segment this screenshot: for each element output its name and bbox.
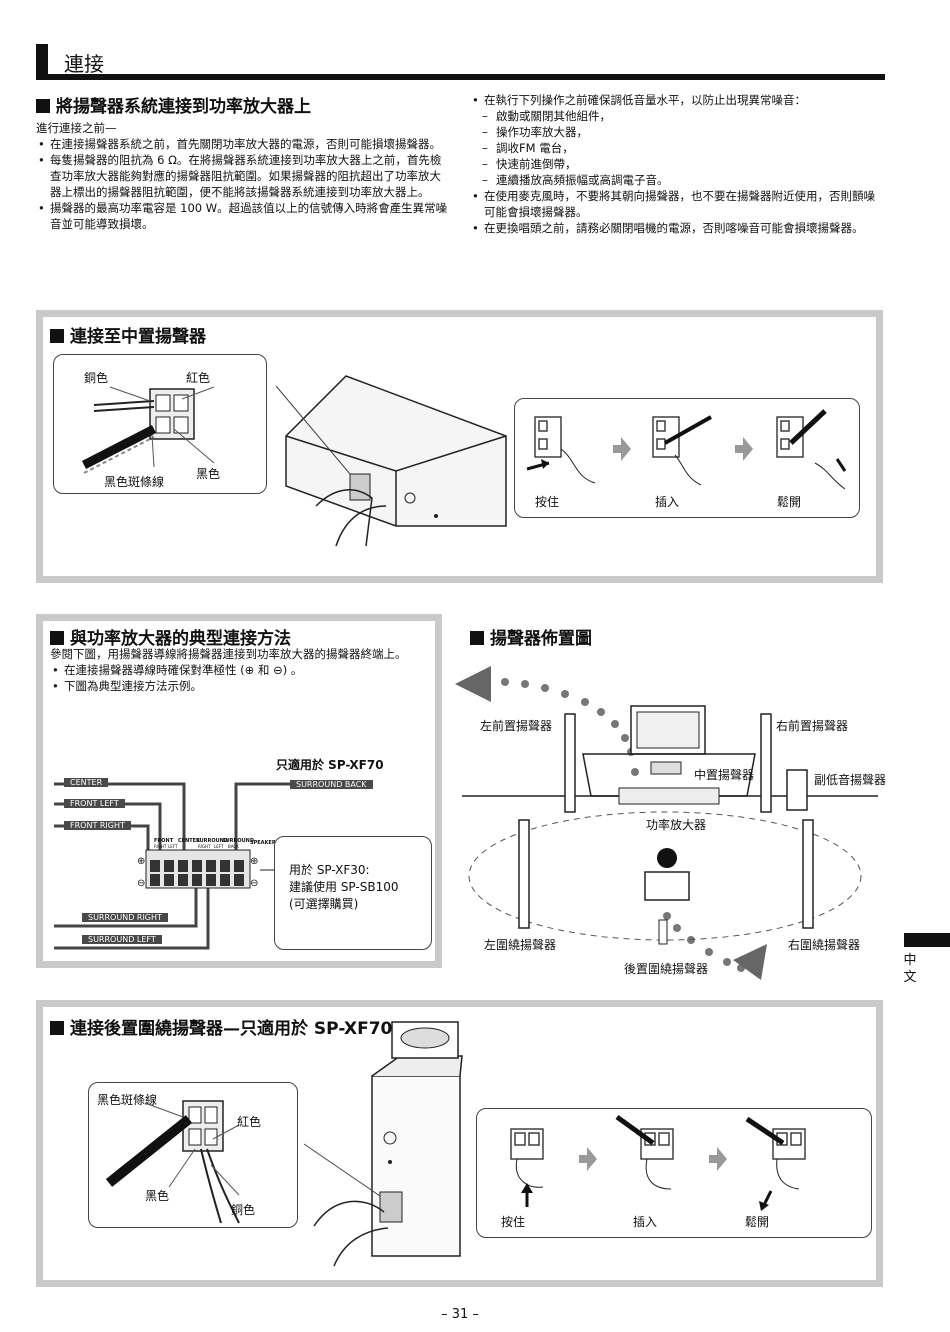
step-release-label: 鬆開 [745,1215,770,1229]
typical-intro: 參閱下圖，用揚聲器導線將揚聲器連接到功率放大器的揚聲器終端上。 在連接揚聲器導線… [50,646,430,694]
rear-speaker-drawing [303,1021,463,1267]
panel-title: 與功率放大器的典型連接方法 [50,624,291,649]
terminal-closeup-drawing [105,1100,240,1224]
wire-label-surround-right: SURROUND RIGHT [82,913,168,922]
panel-title: 連接至中置揚聲器 [50,322,206,347]
wire-label-surround-back: SURROUND BACK [290,780,373,789]
step-insert-label: 插入 [655,495,680,509]
dash-item: 操作功率放大器， [470,124,882,140]
dash-item: 連續播放高頻振幅或高調電子音。 [470,172,882,188]
bullet-item: 每隻揚聲器的阻抗為 6 Ω。在將揚聲器系統連接到功率放大器上之前，首先檢查功率放… [36,152,448,200]
svg-text:⊕: ⊕ [250,856,258,867]
step-insert-label: 插入 [633,1215,658,1229]
surround-back-label: 後置圍繞揚聲器 [624,962,709,976]
amplifier-label: 功率放大器 [646,818,707,832]
wire-label-surround-left: SURROUND LEFT [82,935,162,944]
wire-label-front-right: FRONT RIGHT [64,821,131,830]
dash-item: 調收FM 電台， [470,140,882,156]
page-title: 連接 [64,52,104,76]
intro-text: 參閱下圖，用揚聲器導線將揚聲器連接到功率放大器的揚聲器終端上。 [50,647,407,661]
step-release-label: 鬆開 [777,495,802,509]
steps-drawing [526,409,847,490]
bullet-item: 在執行下列操作之前確保調低音量水平，以防止出現異常噪音： [470,92,882,108]
section-title: 將揚聲器系統連接到功率放大器上 [36,92,311,117]
stripe-label: 黑色斑條線 [97,1093,158,1107]
bullet-item: 在更換唱頭之前，請務必關閉唱機的電源，否則喀噪音可能會損壞揚聲器。 [470,220,882,236]
svg-text:⊖: ⊖ [250,878,258,889]
xf30-note: 用於 SP-XF30: 建議使用 SP-SB100 (可選擇購買) [274,836,432,950]
language-tab-label: 中文 [903,953,917,985]
only-xf70-label: 只適用於 SP-XF70 [276,758,384,772]
center-speaker-panel: 連接至中置揚聲器 銅色 紅色 黑色 黑色斑條線 [36,310,883,583]
stripe-label: 黑色斑條線 [104,475,165,489]
svg-text:⊕: ⊕ [137,856,145,867]
placement-diagram [455,666,878,980]
terminal-sub-left: LEFT [214,844,224,849]
steps-box: 按住 插入 鬆開 [476,1108,872,1238]
terminal-head-center: CENTER [178,838,200,844]
rear-surround-panel: 連接後置圍繞揚聲器—只適用於 SP-XF70 黑色斑條線 紅色 黑色 銅色 [36,1000,883,1287]
note-line: (可選擇購買) [289,897,359,911]
header-rule [36,74,885,80]
terminal-sub-right: RIGHT [154,844,167,849]
note-line: 用於 SP-XF30: [289,863,370,877]
bullet-item: 在連接揚聲器系統之前，首先關閉功率放大器的電源，否則可能損壞揚聲器。 [36,136,448,152]
step-hold-label: 按住 [501,1215,526,1229]
steps-drawing [510,1114,806,1211]
precautions-right: 在執行下列操作之前確保調低音量水平，以防止出現異常噪音： 啟動或關閉其他組件， … [470,92,882,236]
surround-right-label: 右圍繞揚聲器 [788,938,861,952]
copper-label: 銅色 [231,1203,256,1217]
terminal-head-speakers: SPEAKERS [250,840,280,846]
terminal-sub-back: BACK [228,844,239,849]
header-marker [36,44,48,80]
subwoofer-label: 副低音揚聲器 [814,773,887,787]
terminal-sub-right: RIGHT [198,844,211,849]
wire-label-front-left: FRONT LEFT [64,799,125,808]
black-label: 黑色 [196,467,221,481]
front-right-label: 右前置揚聲器 [776,719,849,733]
center-speaker-drawing [275,375,507,547]
precautions-subhead: 進行連接之前— [36,121,117,135]
red-label: 紅色 [237,1115,262,1129]
typical-connection-panel: 與功率放大器的典型連接方法 參閱下圖，用揚聲器導線將揚聲器連接到功率放大器的揚聲… [36,614,442,968]
svg-text:⊖: ⊖ [137,878,145,889]
bullet-item: 在使用麥克風時，不要將其朝向揚聲器，也不要在揚聲器附近使用，否則顫噪可能會損壞揚… [470,188,882,220]
red-label: 紅色 [186,371,211,385]
precautions-left: 進行連接之前— 在連接揚聲器系統之前，首先關閉功率放大器的電源，否則可能損壞揚聲… [36,120,448,232]
placement-title: 揚聲器佈置圖 [470,624,592,649]
wiring-diagram: ⊕ ⊖ ⊕ ⊖ [54,782,296,950]
terminal-sub-left: LEFT [168,844,178,849]
black-label: 黑色 [145,1189,170,1203]
bullet-item: 揚聲器的最高功率電容是 100 W。超過該值以上的信號傳入時將會產生異常噪音並可… [36,200,448,232]
surround-left-label: 左圍繞揚聲器 [484,938,557,952]
language-tab [904,933,950,947]
wire-label-center: CENTER [64,778,109,787]
bullet-item: 在連接揚聲器導線時確保對準極性 (⊕ 和 ⊖) 。 [50,662,430,678]
terminal-head-front: FRONT [154,838,174,844]
steps-box: 按住 插入 鬆開 [514,398,860,518]
panel-title: 連接後置圍繞揚聲器—只適用於 SP-XF70 [50,1014,392,1039]
dash-item: 快速前進倒帶， [470,156,882,172]
dash-item: 啟動或關閉其他組件， [470,108,882,124]
page-number: – 31 – [441,1307,479,1322]
copper-label: 銅色 [84,371,109,385]
terminal-closeup: 黑色斑條線 紅色 黑色 銅色 [88,1082,298,1228]
terminal-head-surround: SURROUND [196,838,229,844]
step-hold-label: 按住 [535,495,560,509]
note-line: 建議使用 SP-SB100 [289,880,399,894]
terminal-closeup: 銅色 紅色 黑色 黑色斑條線 [53,354,267,494]
terminal-closeup-drawing [81,386,215,474]
bullet-item: 下圖為典型連接方法示例。 [50,678,430,694]
terminal-head-surround-back: SURROUND [222,838,255,844]
page-header: 連接 [36,44,885,82]
center-speaker-label: 中置揚聲器 [694,768,755,782]
front-left-label: 左前置揚聲器 [480,719,553,733]
